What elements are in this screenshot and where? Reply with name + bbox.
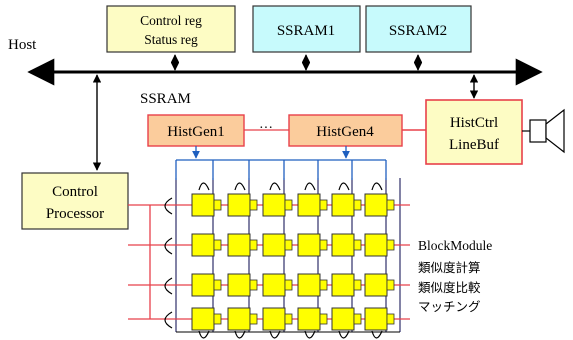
cell-port-r3c2	[249, 279, 258, 291]
block-module-array	[128, 146, 410, 339]
block-module-func2: 類似度比較	[418, 280, 481, 295]
cell-port-r1c1	[213, 199, 222, 211]
block-module-cell-r3c6	[364, 273, 388, 297]
cell-port-r2c5	[353, 239, 362, 251]
block-module-cell-r3c2	[227, 273, 251, 297]
ssram1-box	[252, 5, 361, 53]
ssram2-box	[365, 5, 472, 53]
camera-icon	[522, 108, 565, 154]
histctrl-label: HistCtrl	[450, 115, 498, 131]
bus-label: SSRAM	[140, 91, 191, 107]
block-module-cell-r4c3	[262, 307, 286, 331]
cell-port-r2c1	[213, 239, 222, 251]
block-module-cell-r3c3	[262, 273, 286, 297]
block-module-cell-r4c5	[331, 307, 355, 331]
cell-port-r1c3	[284, 199, 293, 211]
histctrl-linebuf-box	[425, 99, 523, 165]
control-reg-label: Control reg	[140, 13, 202, 28]
ssram2-label: SSRAM2	[389, 23, 447, 39]
cell-port-r4c2	[249, 313, 258, 325]
cell-port-r4c5	[353, 313, 362, 325]
histgen1-label: HistGen1	[167, 124, 225, 140]
bottom-loop-4	[304, 330, 316, 339]
top-loop-2	[234, 182, 246, 191]
bottom-loop-1	[198, 330, 210, 339]
cell-port-r1c5	[353, 199, 362, 211]
top-loop-4	[304, 182, 316, 191]
bottom-loop-6	[371, 330, 383, 339]
cell-port-r4c3	[284, 313, 293, 325]
host-label: Host	[8, 37, 37, 53]
left-loop-4	[164, 311, 173, 329]
block-module-cell-r4c2	[227, 307, 251, 331]
cell-port-r2c4	[319, 239, 328, 251]
cell-port-r3c5	[353, 279, 362, 291]
block-module-cell-r1c3	[262, 193, 286, 217]
left-loop-3	[164, 277, 173, 295]
block-module-cell-r1c1	[191, 193, 215, 217]
histgen4-box	[288, 114, 403, 147]
bottom-loop-2	[234, 330, 246, 339]
cell-port-r1c4	[319, 199, 328, 211]
block-module-func3: マッチング	[418, 299, 481, 314]
control-label: Control	[52, 184, 98, 200]
ssram1-label: SSRAM1	[277, 23, 335, 39]
block-module-cell-r1c6	[364, 193, 388, 217]
cell-port-r4c4	[319, 313, 328, 325]
block-module-cell-r2c5	[331, 233, 355, 257]
control-processor-box	[21, 172, 129, 230]
left-loop-2	[164, 237, 173, 255]
bottom-loop-5	[338, 330, 350, 339]
control-status-reg-box	[106, 5, 236, 53]
block-module-func1: 類似度計算	[418, 260, 481, 275]
top-loop-3	[269, 182, 281, 191]
cell-port-r2c3	[284, 239, 293, 251]
block-module-cell-r4c4	[297, 307, 321, 331]
block-module-cell-r1c5	[331, 193, 355, 217]
block-module-cell-r3c4	[297, 273, 321, 297]
top-loop-1	[198, 182, 210, 191]
top-loop-6	[371, 182, 383, 191]
block-module-cell-r3c5	[331, 273, 355, 297]
block-module-cell-r3c1	[191, 273, 215, 297]
cell-port-r2c6	[386, 239, 395, 251]
linebuf-label: LineBuf	[449, 137, 499, 153]
cell-port-r4c1	[213, 313, 222, 325]
cell-port-r3c4	[319, 279, 328, 291]
cell-port-r3c6	[386, 279, 395, 291]
cell-port-r2c2	[249, 239, 258, 251]
processor-label: Processor	[46, 206, 104, 222]
cell-port-r1c2	[249, 199, 258, 211]
cell-port-r3c3	[284, 279, 293, 291]
block-module-cell-r4c1	[191, 307, 215, 331]
cell-port-r1c6	[386, 199, 395, 211]
bottom-loop-3	[269, 330, 281, 339]
block-module-cell-r2c3	[262, 233, 286, 257]
status-reg-label: Status reg	[144, 32, 198, 47]
block-module-cell-r4c6	[364, 307, 388, 331]
block-module-cell-r1c4	[297, 193, 321, 217]
cell-port-r3c1	[213, 279, 222, 291]
top-loop-5	[338, 182, 350, 191]
block-module-title: BlockModule	[418, 238, 492, 253]
block-module-cell-r2c4	[297, 233, 321, 257]
histgen-ellipsis: ···	[259, 121, 273, 136]
block-module-cell-r2c2	[227, 233, 251, 257]
left-loop-1	[164, 197, 173, 215]
histgen4-label: HistGen4	[316, 124, 374, 140]
block-module-cell-r2c1	[191, 233, 215, 257]
cell-port-r4c6	[386, 313, 395, 325]
block-module-cell-r1c2	[227, 193, 251, 217]
block-module-cell-r2c6	[364, 233, 388, 257]
